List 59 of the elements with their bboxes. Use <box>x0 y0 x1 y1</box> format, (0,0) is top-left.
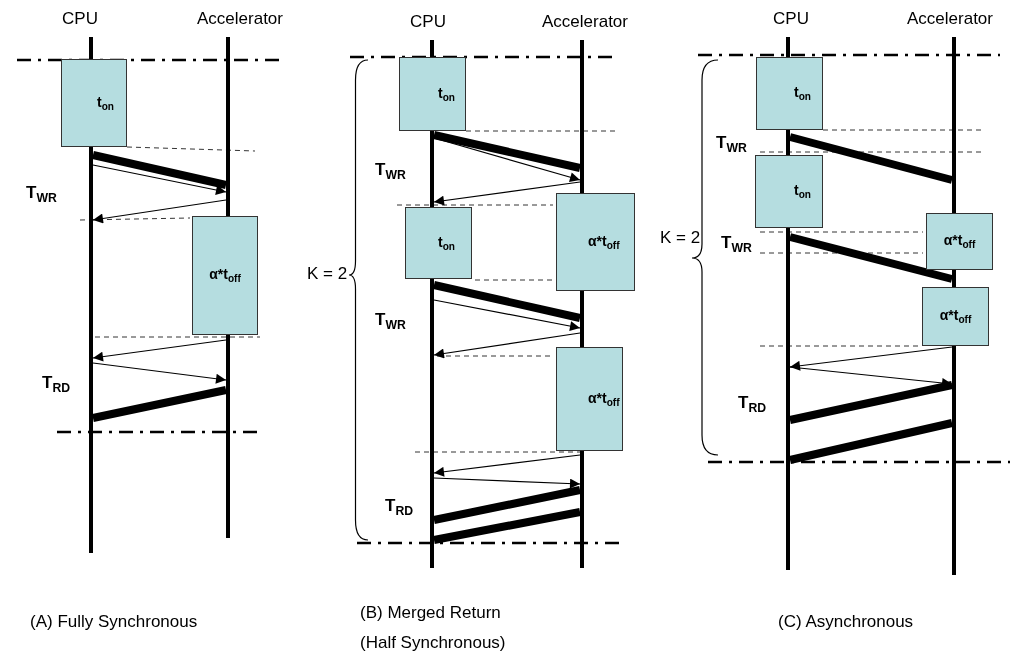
duration-label: α*t$_{off}$ <box>943 232 976 251</box>
arrow <box>92 164 227 195</box>
duration-label: t$_{on}$ <box>438 234 455 252</box>
panel-caption: (B) Merged Return (Half Synchronous) <box>360 602 507 654</box>
process-box <box>192 216 258 335</box>
arrow <box>433 181 581 206</box>
lifeline-heading: CPU <box>773 9 809 29</box>
time-label: T$_{RD}$ <box>42 374 71 396</box>
arrow <box>433 332 581 359</box>
duration-label: α*t$_{off}$ <box>588 390 620 408</box>
time-label: T$_{RD}$ <box>738 394 767 416</box>
data-transfer-bar <box>433 508 581 544</box>
lifeline-heading: Accelerator <box>197 9 283 29</box>
arrow <box>433 299 581 332</box>
lifeline-heading: Accelerator <box>542 12 628 32</box>
data-transfer-bar <box>433 486 581 524</box>
panel-caption: (C) Asynchronous <box>778 611 914 633</box>
process-box <box>756 57 823 130</box>
process-box <box>61 59 127 147</box>
process-box <box>556 347 623 451</box>
process-box <box>405 207 472 279</box>
arrow <box>433 454 581 477</box>
data-transfer-bar <box>789 381 953 424</box>
lifeline-heading: CPU <box>62 9 98 29</box>
arrow <box>92 199 227 224</box>
arrow <box>789 346 953 371</box>
lifeline-heading: CPU <box>410 12 446 32</box>
arrow <box>92 339 227 362</box>
process-box <box>922 287 989 346</box>
data-transfer-bar <box>433 281 581 322</box>
duration-label: t$_{on}$ <box>794 84 811 103</box>
time-label: T$_{WR}$ <box>716 134 747 156</box>
time-label: T$_{WR}$ <box>721 234 752 256</box>
time-label: T$_{RD}$ <box>385 497 414 519</box>
data-transfer-bar <box>788 133 954 184</box>
data-transfer-bar <box>433 131 581 172</box>
time-label: T$_{WR}$ <box>375 161 406 183</box>
data-transfer-bar <box>789 419 953 464</box>
panel-caption: (A) Fully Synchronous <box>30 611 198 633</box>
brace-label: K = 2 <box>660 228 701 248</box>
duration-label: α*t$_{off}$ <box>588 233 620 251</box>
process-box <box>926 213 993 270</box>
duration-label: α*t$_{off}$ <box>939 307 972 326</box>
duration-label: t$_{on}$ <box>794 182 811 201</box>
duration-label: t$_{on}$ <box>97 94 114 112</box>
data-transfer-bar <box>92 151 227 189</box>
process-box <box>755 155 823 228</box>
arrow <box>433 137 581 183</box>
time-label: T$_{WR}$ <box>26 184 57 206</box>
arrow <box>433 477 581 489</box>
duration-label: α*t$_{off}$ <box>209 266 241 285</box>
duration-label: t$_{on}$ <box>438 85 455 103</box>
brace-label: K = 2 <box>307 264 348 284</box>
data-transfer-bar <box>92 386 227 422</box>
time-label: T$_{WR}$ <box>375 311 406 333</box>
arrow <box>92 362 227 384</box>
lifeline-heading: Accelerator <box>907 9 993 29</box>
process-box <box>556 193 635 291</box>
process-box <box>399 57 466 131</box>
